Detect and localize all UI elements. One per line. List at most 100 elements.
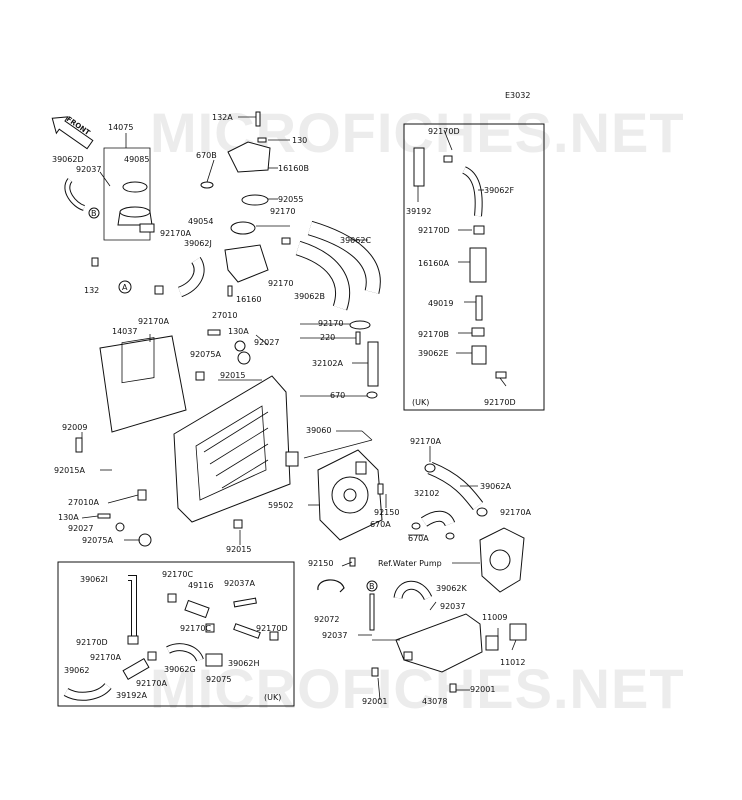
label-92009: 92009 xyxy=(62,423,87,432)
circle-b-label-2: B xyxy=(369,582,375,591)
bolt-92150-lower xyxy=(349,557,356,567)
uk-bottom-parts xyxy=(63,575,279,701)
reserve-tank-part xyxy=(395,613,483,673)
label-39062i: 39062I xyxy=(80,575,108,584)
label-39062b: 39062B xyxy=(294,292,325,301)
label-32102: 32102 xyxy=(414,489,439,498)
watermark-bottom: MICROFICHES.NET xyxy=(150,657,685,720)
label-39062f: 39062F xyxy=(484,186,514,195)
label-92170d-bl2: 92170D xyxy=(76,638,108,647)
label-220: 220 xyxy=(320,333,335,342)
label-92072: 92072 xyxy=(314,615,339,624)
thermostat-cover-part xyxy=(224,111,291,297)
label-49054: 49054 xyxy=(188,217,213,226)
filler-neck-part xyxy=(117,181,155,233)
diagram-code: E3032 xyxy=(505,91,530,100)
o-ring-670 xyxy=(366,391,378,399)
circle-a-marker-1 xyxy=(118,280,132,294)
ref-water-pump-note: Ref.Water Pump xyxy=(378,559,442,568)
bolt-92001-2 xyxy=(449,683,457,693)
circle-b-marker xyxy=(88,207,100,219)
label-92170-mid: 92170 xyxy=(268,279,293,288)
radiator-shroud xyxy=(99,335,187,433)
screw-220 xyxy=(355,331,361,345)
label-43078: 43078 xyxy=(422,697,447,706)
bolt-132 xyxy=(91,257,99,267)
uk-box-bottom xyxy=(57,561,295,707)
cap-11012 xyxy=(509,623,527,641)
filler-bracket xyxy=(103,147,151,241)
label-132a: 132A xyxy=(212,113,233,122)
label-92027-low: 92027 xyxy=(68,524,93,533)
leader-lines xyxy=(81,116,517,701)
label-11009: 11009 xyxy=(482,613,507,622)
circle-b-label: B xyxy=(91,209,97,218)
bolt-92150 xyxy=(377,483,384,495)
clamp-92170a-pump xyxy=(424,463,436,473)
label-39062c: 39062C xyxy=(340,236,371,245)
band-92072 xyxy=(317,579,345,593)
label-39062g: 39062G xyxy=(164,665,196,674)
label-39192a: 39192A xyxy=(116,691,147,700)
label-92170a-bl2: 92170A xyxy=(136,679,167,688)
label-14075: 14075 xyxy=(108,123,133,132)
pipe-32102a xyxy=(367,341,379,387)
label-39192: 39192 xyxy=(406,207,431,216)
label-49085: 49085 xyxy=(124,155,149,164)
label-27010: 27010 xyxy=(212,311,237,320)
label-92170c-2: 92170C xyxy=(180,624,211,633)
label-59502: 59502 xyxy=(268,501,293,510)
label-92015-low: 92015 xyxy=(226,545,251,554)
label-92170d-3: 92170D xyxy=(484,398,516,407)
label-92075a-top: 92075A xyxy=(190,350,221,359)
uk-label-bottom: (UK) xyxy=(264,693,281,702)
label-39062e: 39062E xyxy=(418,349,449,358)
label-670b: 670B xyxy=(196,151,217,160)
hose-11009 xyxy=(485,635,499,651)
circle-b-marker-2 xyxy=(366,580,378,592)
collar-92075a xyxy=(237,351,251,365)
uk-label-right: (UK) xyxy=(412,398,429,407)
label-92170a-pump-2: 92170A xyxy=(500,508,531,517)
collar-92075a-lower xyxy=(138,533,152,547)
circle-a-label-1: A xyxy=(122,283,128,292)
clamp-92170a-pump-2 xyxy=(476,507,488,517)
label-92015-top: 92015 xyxy=(220,371,245,380)
front-arrow-icon xyxy=(51,116,94,150)
label-92001-right: 92001 xyxy=(470,685,495,694)
label-670a-1: 670A xyxy=(370,520,391,529)
bolt-92001 xyxy=(371,667,379,677)
clamp-92170-mid xyxy=(349,320,371,330)
label-11012: 11012 xyxy=(500,658,525,667)
label-92170d-2: 92170D xyxy=(418,226,450,235)
label-92170d-bl: 92170D xyxy=(256,624,288,633)
label-39062k: 39062K xyxy=(436,584,467,593)
label-92170a-mid: 92170A xyxy=(138,317,169,326)
label-92027-top: 92027 xyxy=(254,338,279,347)
label-39062j: 39062J xyxy=(184,239,212,248)
label-14037: 14037 xyxy=(112,327,137,336)
grommet-92027 xyxy=(234,340,246,352)
grommet-92015-lower xyxy=(233,519,243,529)
label-92037: 92037 xyxy=(76,165,101,174)
bolt-130a-lower xyxy=(97,513,111,519)
label-39062a: 39062A xyxy=(480,482,511,491)
label-92150-top: 92150 xyxy=(374,508,399,517)
label-92001-low: 92001 xyxy=(362,697,387,706)
label-92170b: 92170B xyxy=(418,330,449,339)
uk-box-right xyxy=(403,123,545,411)
radiator-part xyxy=(173,375,299,523)
label-32102a: 32102A xyxy=(312,359,343,368)
label-92170c-1: 92170C xyxy=(162,570,193,579)
bolt-92009 xyxy=(75,437,83,453)
label-27010a: 27010A xyxy=(68,498,99,507)
label-39062h: 39062H xyxy=(228,659,259,668)
label-92170-top: 92170 xyxy=(270,207,295,216)
bolt-130a xyxy=(207,329,221,336)
label-39062: 39062 xyxy=(64,666,89,675)
o-ring-670b xyxy=(200,181,214,189)
fan-part xyxy=(317,449,383,541)
label-16160: 16160 xyxy=(236,295,261,304)
grommet-92015 xyxy=(195,371,205,381)
